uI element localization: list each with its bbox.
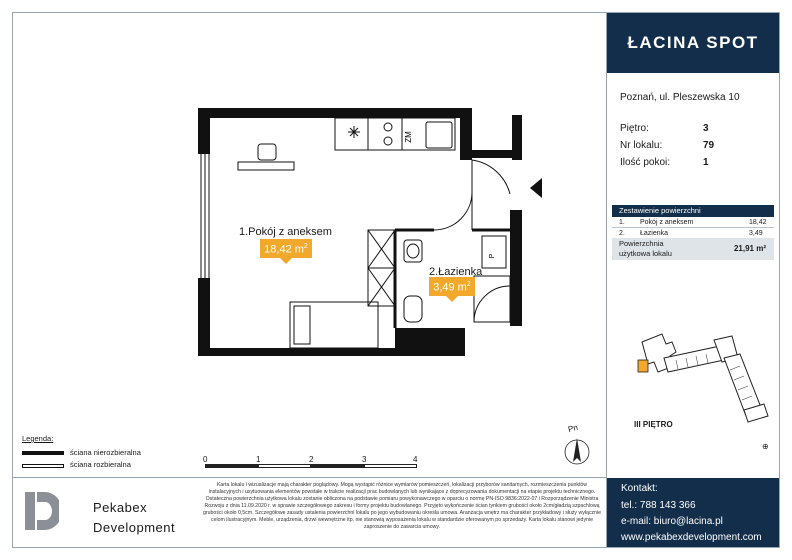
floor-plan: ZM P xyxy=(198,108,542,356)
unit-highlight xyxy=(637,359,649,373)
bath-door xyxy=(433,191,473,231)
compass-small-icon: ⊕ xyxy=(762,442,769,451)
brand-logo: ŁACINA SPOT xyxy=(607,13,779,73)
wall-right-upper xyxy=(460,108,472,160)
chair xyxy=(257,143,277,161)
bed xyxy=(289,301,379,349)
room-area-bathroom: 3,49 m2 xyxy=(429,277,475,302)
page-frame xyxy=(12,12,780,548)
address: Poznań, ul. Pleszewska 10 xyxy=(620,92,740,103)
company-name-line2: Development xyxy=(93,520,176,535)
contact-phone[interactable]: tel.: 788 143 366 xyxy=(621,500,696,511)
contact-box: Kontakt: tel.: 788 143 366 e-mail: biuro… xyxy=(607,478,779,547)
shaft-label: P xyxy=(489,253,496,258)
info-rooms-count: Ilość pokoi:1 xyxy=(620,157,709,168)
legend-swatch-solid xyxy=(22,451,64,455)
wall-right-lower xyxy=(510,210,522,326)
toilet xyxy=(403,295,423,323)
info-panel xyxy=(606,12,780,548)
building-key-plan xyxy=(637,333,769,423)
entrance-arrow xyxy=(530,178,542,198)
scale-bar: 0 1 2 3 4 xyxy=(203,455,417,473)
info-floor: Piętro:3 xyxy=(620,123,709,134)
wall-bottom xyxy=(198,348,403,356)
legend-title: Legenda: xyxy=(22,434,54,443)
area-summary-heading: Zestawienie powierzchni xyxy=(612,205,774,217)
wall-top xyxy=(198,108,460,118)
contact-email[interactable]: e-mail: biuro@lacina.pl xyxy=(621,516,723,527)
wall-left-upper xyxy=(198,108,210,154)
company-name-line1: Pekabex xyxy=(93,500,148,515)
shower xyxy=(473,275,511,323)
total-area: Powierzchnia użytkowa lokalu 21,91 m² xyxy=(612,238,774,260)
desk xyxy=(237,161,295,171)
info-unit-number: Nr lokalu:79 xyxy=(620,140,715,151)
washer-label: ZM xyxy=(404,131,413,143)
wall-left-lower xyxy=(198,278,210,355)
room-label-living: 1.Pokój z aneksem xyxy=(239,226,332,238)
floor-level-label: III PIĘTRO xyxy=(634,420,673,429)
room-label-bathroom: 2.Łazienka xyxy=(429,266,483,278)
wall-right-cap xyxy=(460,150,522,158)
column xyxy=(512,115,522,160)
contact-website[interactable]: www.pekabexdevelopment.com xyxy=(621,532,762,543)
wall-bottom-bath xyxy=(395,328,465,356)
shaft xyxy=(481,235,507,269)
contact-title: Kontakt: xyxy=(621,483,658,494)
legend-swatch-outline xyxy=(22,464,64,468)
window-left xyxy=(200,154,210,278)
disclaimer-text: Karta lokalu i wizualizacje mają charakt… xyxy=(203,482,601,530)
footer-divider xyxy=(12,477,606,478)
room-area-living: 18,42 m2 xyxy=(260,239,312,264)
legend-item-partition: ściana rozbieralna xyxy=(70,460,131,469)
north-arrow-icon xyxy=(564,438,590,465)
area-row: 1. Pokój z aneksem 18,42 xyxy=(612,217,774,228)
pekabex-logo-icon xyxy=(25,492,59,530)
entry-door xyxy=(471,159,511,206)
sink xyxy=(403,239,423,263)
legend-item-loadbearing: ściana nierozbieralna xyxy=(70,448,141,457)
